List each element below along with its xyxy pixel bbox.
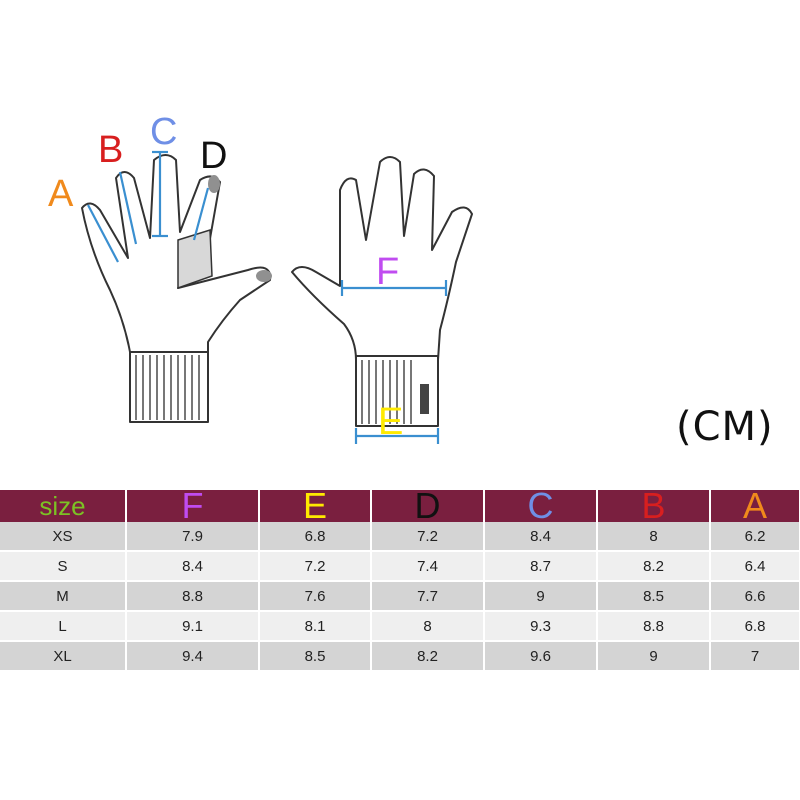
header-b: B xyxy=(597,488,711,524)
size-cell: XL xyxy=(0,641,127,672)
value-cell: 8.4 xyxy=(484,522,598,552)
label-a: A xyxy=(48,173,74,215)
value-cell: 7.9 xyxy=(126,522,260,552)
value-cell: 6.2 xyxy=(710,522,800,552)
value-cell: 8 xyxy=(371,611,485,642)
value-cell: 7.6 xyxy=(259,581,372,612)
value-cell: 9 xyxy=(484,581,598,612)
value-cell: 7.4 xyxy=(371,551,485,582)
right-glove-illustration: F E xyxy=(291,156,473,444)
table-row: S 8.4 7.2 7.4 8.7 8.2 6.4 xyxy=(0,551,800,582)
value-cell: 9.4 xyxy=(126,641,260,672)
left-cuff-ribbing xyxy=(135,355,200,420)
header-e: E xyxy=(259,488,372,524)
label-d: D xyxy=(200,135,227,177)
measure-line-a xyxy=(87,204,119,263)
left-glove-illustration: A B C D xyxy=(48,111,272,423)
measure-line-b xyxy=(118,171,138,245)
size-cell: S xyxy=(0,551,127,582)
value-cell: 8.7 xyxy=(484,551,598,582)
value-cell: 6.8 xyxy=(710,611,800,642)
size-cell: M xyxy=(0,581,127,612)
value-cell: 6.6 xyxy=(710,581,800,612)
size-chart-table: size F E D C B A XS 7.9 6.8 7.2 8.4 8 6.… xyxy=(0,488,800,672)
header-d: D xyxy=(371,488,485,524)
label-c: C xyxy=(150,111,177,153)
size-cell: L xyxy=(0,611,127,642)
value-cell: 6.8 xyxy=(259,522,372,552)
value-cell: 8.2 xyxy=(597,551,711,582)
value-cell: 7.7 xyxy=(371,581,485,612)
value-cell: 9 xyxy=(597,641,711,672)
right-cuff-ribbing xyxy=(361,360,412,424)
value-cell: 8.4 xyxy=(126,551,260,582)
value-cell: 7.2 xyxy=(371,522,485,552)
value-cell: 8.5 xyxy=(597,581,711,612)
value-cell: 6.4 xyxy=(710,551,800,582)
value-cell: 7 xyxy=(710,641,800,672)
table-row: L 9.1 8.1 8 9.3 8.8 6.8 xyxy=(0,611,800,642)
header-f: F xyxy=(126,488,260,524)
header-c: C xyxy=(484,488,598,524)
header-size: size xyxy=(0,490,127,522)
value-cell: 9.6 xyxy=(484,641,598,672)
unit-label: (CM) xyxy=(676,404,774,450)
header-a: A xyxy=(710,488,800,524)
value-cell: 8.8 xyxy=(126,581,260,612)
value-cell: 7.2 xyxy=(259,551,372,582)
value-cell: 8 xyxy=(597,522,711,552)
label-f: F xyxy=(376,251,399,293)
label-e: E xyxy=(378,401,403,443)
table-header-row: size F E D C B A xyxy=(0,488,800,524)
table-row: XL 9.4 8.5 8.2 9.6 9 7 xyxy=(0,641,800,672)
value-cell: 8.8 xyxy=(597,611,711,642)
size-cell: XS xyxy=(0,522,127,552)
cuff-tag xyxy=(420,384,429,414)
touchscreen-tip-thumb xyxy=(256,270,272,282)
value-cell: 9.1 xyxy=(126,611,260,642)
table-row: M 8.8 7.6 7.7 9 8.5 6.6 xyxy=(0,581,800,612)
measure-line-d xyxy=(192,187,210,241)
label-b: B xyxy=(98,129,123,171)
value-cell: 9.3 xyxy=(484,611,598,642)
value-cell: 8.5 xyxy=(259,641,372,672)
touchscreen-tip-index xyxy=(208,175,220,193)
table-row: XS 7.9 6.8 7.2 8.4 8 6.2 xyxy=(0,522,800,552)
value-cell: 8.2 xyxy=(371,641,485,672)
value-cell: 8.1 xyxy=(259,611,372,642)
glove-measurement-diagram: A B C D F E xyxy=(48,111,473,444)
